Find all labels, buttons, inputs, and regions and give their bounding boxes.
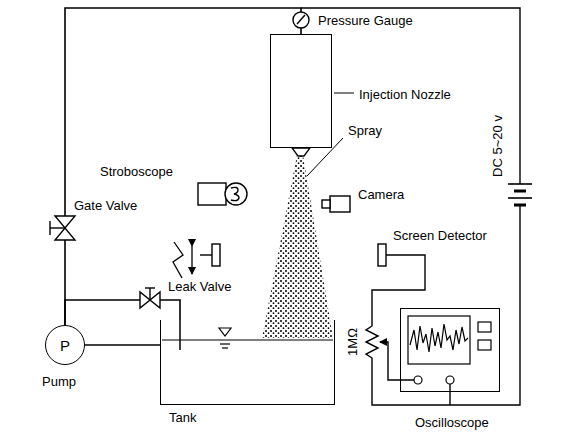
water-mark xyxy=(220,343,230,344)
part-name: Spray xyxy=(348,123,382,138)
detector-plate xyxy=(212,244,220,266)
battery-plate xyxy=(514,190,526,193)
water-line xyxy=(162,339,333,340)
valve-body xyxy=(55,216,75,228)
part-name: Camera xyxy=(358,187,404,202)
leader-line xyxy=(307,138,343,176)
pipe-connector xyxy=(85,344,160,346)
part-name: Leak Valve xyxy=(168,279,231,294)
resistor-symbol xyxy=(366,322,378,362)
water-mark xyxy=(222,347,228,348)
return-pipe xyxy=(179,320,181,350)
oscilloscope-screen xyxy=(408,316,470,364)
gauge-dial xyxy=(293,12,309,28)
voltage-label: DC 5~20 v xyxy=(490,115,505,177)
valve-body xyxy=(140,292,150,308)
battery-plate xyxy=(514,204,526,207)
node-label: Oscilloscope xyxy=(415,415,489,430)
leader-line xyxy=(334,93,354,94)
valve-handle xyxy=(145,287,155,288)
valve-body xyxy=(55,228,75,240)
traverse-arrow xyxy=(173,242,192,278)
oscilloscope-parts xyxy=(408,316,491,384)
battery-plate xyxy=(508,183,532,185)
battery-plate xyxy=(508,197,532,199)
pressure-gauge xyxy=(293,12,309,28)
screen-detector xyxy=(212,244,386,266)
stroboscope-body xyxy=(198,183,226,205)
water-surface xyxy=(162,320,333,350)
wiper-wire xyxy=(380,342,414,380)
pipe-connector xyxy=(65,8,301,325)
valve-stem xyxy=(50,227,65,228)
valve-stem xyxy=(149,288,150,300)
node-symbol-text: P xyxy=(46,326,84,364)
valve-handle xyxy=(49,221,50,235)
battery-symbol xyxy=(508,184,532,205)
node-label: Injection Nozzle xyxy=(359,87,451,102)
electric-wires xyxy=(200,8,520,405)
part-name: Screen Detector xyxy=(393,228,487,243)
node-label: Pump xyxy=(42,374,76,389)
detector-plate xyxy=(378,244,386,266)
resistance-label: 1MΩ xyxy=(345,328,360,356)
pipe-connector xyxy=(65,300,180,325)
valve-body xyxy=(150,292,160,308)
camera-body xyxy=(330,196,350,212)
camera-lens xyxy=(322,200,330,208)
part-name: Gate Valve xyxy=(74,198,137,213)
double-arrow xyxy=(191,246,192,274)
part-name: Pressure Gauge xyxy=(318,13,413,28)
pump-circle: PPump xyxy=(45,325,85,365)
terminal xyxy=(414,376,422,384)
wire xyxy=(372,205,520,405)
leader-lines xyxy=(307,93,354,176)
water-mark xyxy=(219,328,231,336)
injection-nozzle: Injection Nozzle xyxy=(270,34,332,148)
camera-symbol xyxy=(322,196,350,212)
gate-valve xyxy=(50,216,75,240)
terminal xyxy=(446,376,454,384)
wire xyxy=(301,8,520,184)
stroboscope-symbol xyxy=(198,183,247,205)
stroboscope-lamp xyxy=(225,183,247,205)
oscilloscope-box: Oscilloscope xyxy=(400,308,500,392)
oscilloscope-knob xyxy=(478,322,491,332)
spray-cone xyxy=(262,155,333,338)
waveform xyxy=(410,324,468,352)
gauge-needle xyxy=(297,15,305,24)
lamp-coil xyxy=(231,187,239,200)
part-name: Stroboscope xyxy=(100,164,173,179)
tank: Tank xyxy=(160,320,335,405)
wire xyxy=(200,254,212,255)
wire xyxy=(449,384,450,405)
nozzle-tip xyxy=(292,148,310,156)
zigzag xyxy=(173,242,183,278)
node-label: Tank xyxy=(169,410,196,425)
oscilloscope-knob xyxy=(478,340,491,350)
leak-valve xyxy=(140,288,160,308)
